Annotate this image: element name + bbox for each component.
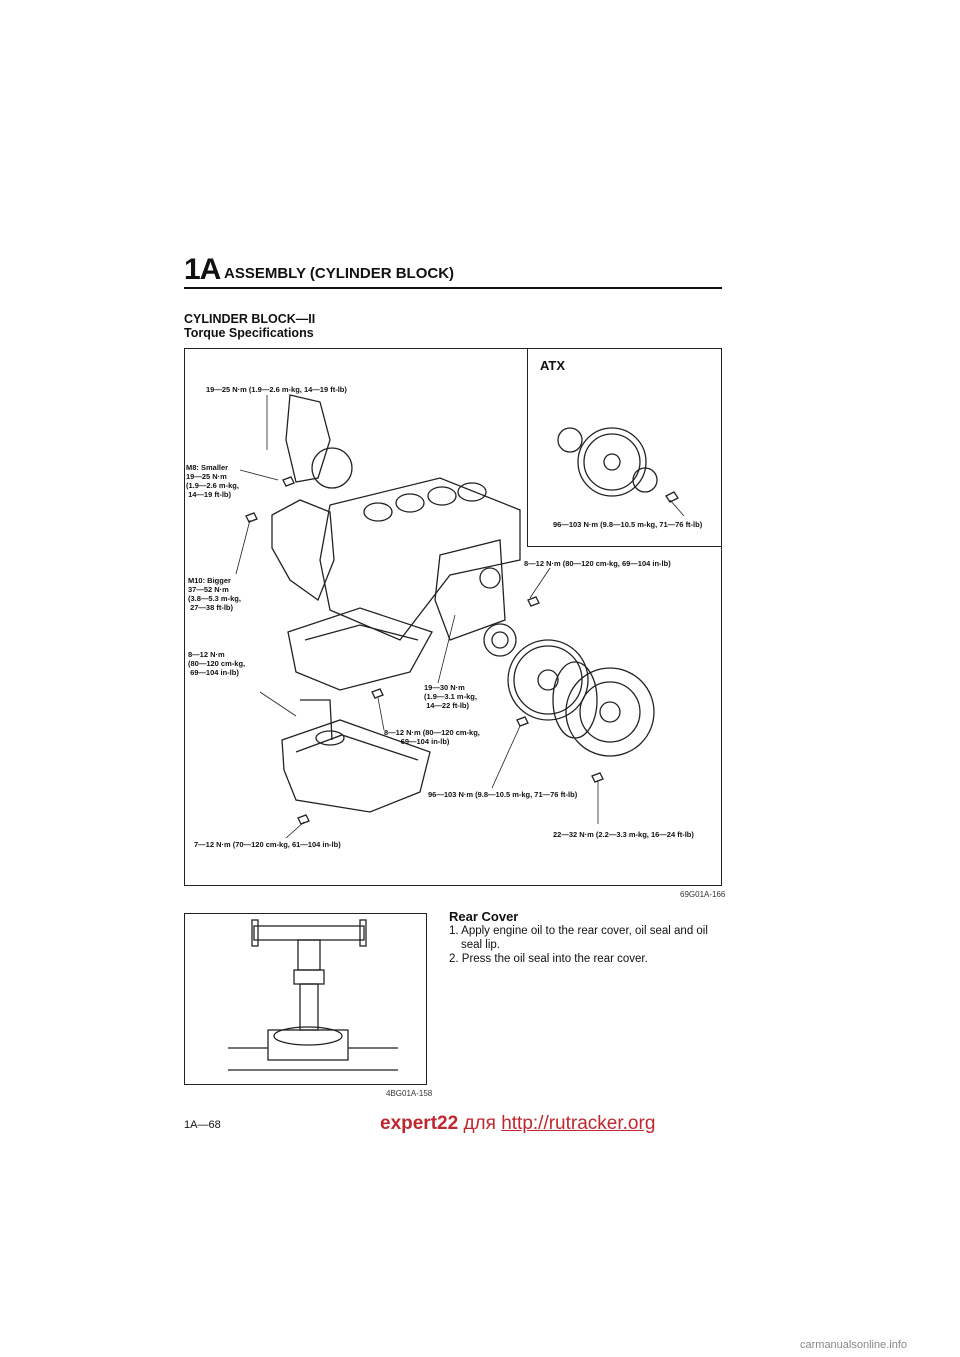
header-rule [184,287,722,289]
section-code: 1A [184,253,221,286]
atx-adapter [557,427,583,453]
cylinder-bore [363,502,393,522]
watermark-middle: для [463,1113,496,1134]
end-plate [434,539,506,641]
torque-label-oil-strainer: 8—12 N·m (80—120 cm-kg, 69—104 in-lb) [384,728,480,746]
figure-code: 69G01A-166 [680,890,726,899]
page-number: 1A—68 [184,1119,221,1131]
step-1-continued: seal lip. [461,939,500,951]
torque-label-rear-cover-bolts: 19—25 N·m (1.9—2.6 m-kg, 14—19 ft-lb) [206,385,347,394]
torque-label-atx-drive-plate: 96—103 N·m (9.8—10.5 m-kg, 71—76 ft-lb) [553,520,703,529]
atx-inset-label: ATX [540,358,566,373]
page-title: CYLINDER BLOCK—II [184,312,316,326]
atx-inset-border [527,349,528,547]
press-handle [253,925,365,941]
watermark-name: expert22 [380,1113,459,1134]
site-watermark: carmanualsonline.info [800,1339,908,1351]
front-cover [271,499,335,602]
oil-pan [281,719,431,813]
torque-label-clutch: 22—32 N·m (2.2—3.3 m-kg, 16—24 ft-lb) [553,830,694,839]
press-screw [297,939,321,971]
rear-cover-plate [285,394,331,483]
atx-drive-plate [577,427,647,497]
oil-seal-press-photo [184,913,427,1085]
oil-seal [483,623,517,657]
atx-backing-plate [632,467,658,493]
lower-block [287,607,433,691]
watermark-link[interactable]: http://rutracker.org [501,1113,656,1134]
figure-code: 4BG01A-158 [386,1089,433,1098]
step-1: 1. Apply engine oil to the rear cover, o… [449,925,708,937]
cylinder-block-diagram [184,348,722,886]
torque-label-flywheel: 96—103 N·m (9.8—10.5 m-kg, 71—76 ft-lb) [428,790,578,799]
cylinder-block [319,477,521,641]
rear-cover-seat [273,1026,343,1046]
torque-label-m10-bolts: M10: Bigger 37—52 N·m (3.8—5.3 m-kg, 27—… [188,576,241,612]
cylinder-bore [457,482,487,502]
torque-label-center: 19—30 N·m (1.9—3.1 m-kg, 14—22 ft-lb) [424,683,477,710]
flywheel [507,639,589,721]
rear-cover-heading: Rear Cover [449,909,519,924]
o-ring [311,447,353,489]
atx-inset-border [527,546,721,547]
page-subtitle: Torque Specifications [184,326,314,340]
watermark: expert22 для http://rutracker.org [380,1113,655,1135]
oil-strainer [315,730,345,746]
cylinder-bore [395,493,425,513]
torque-label-m8-bolts: M8: Smaller 19—25 N·m (1.9—2.6 m-kg, 14—… [186,463,239,499]
pressure-plate [565,667,655,757]
section-title: ASSEMBLY (CYLINDER BLOCK) [224,265,455,282]
step-2: 2. Press the oil seal into the rear cove… [449,953,648,965]
press-shaft [299,983,319,1031]
cylinder-bore [427,486,457,506]
torque-label-rear-seal-housing: 8—12 N·m (80—120 cm-kg, 69—104 in-lb) [524,559,671,568]
torque-label-oil-pan: 7—12 N·m (70—120 cm-kg, 61—104 in-lb) [194,840,341,849]
torque-label-lower-block: 8—12 N·m (80—120 cm-kg, 69—104 in-lb) [188,650,246,677]
